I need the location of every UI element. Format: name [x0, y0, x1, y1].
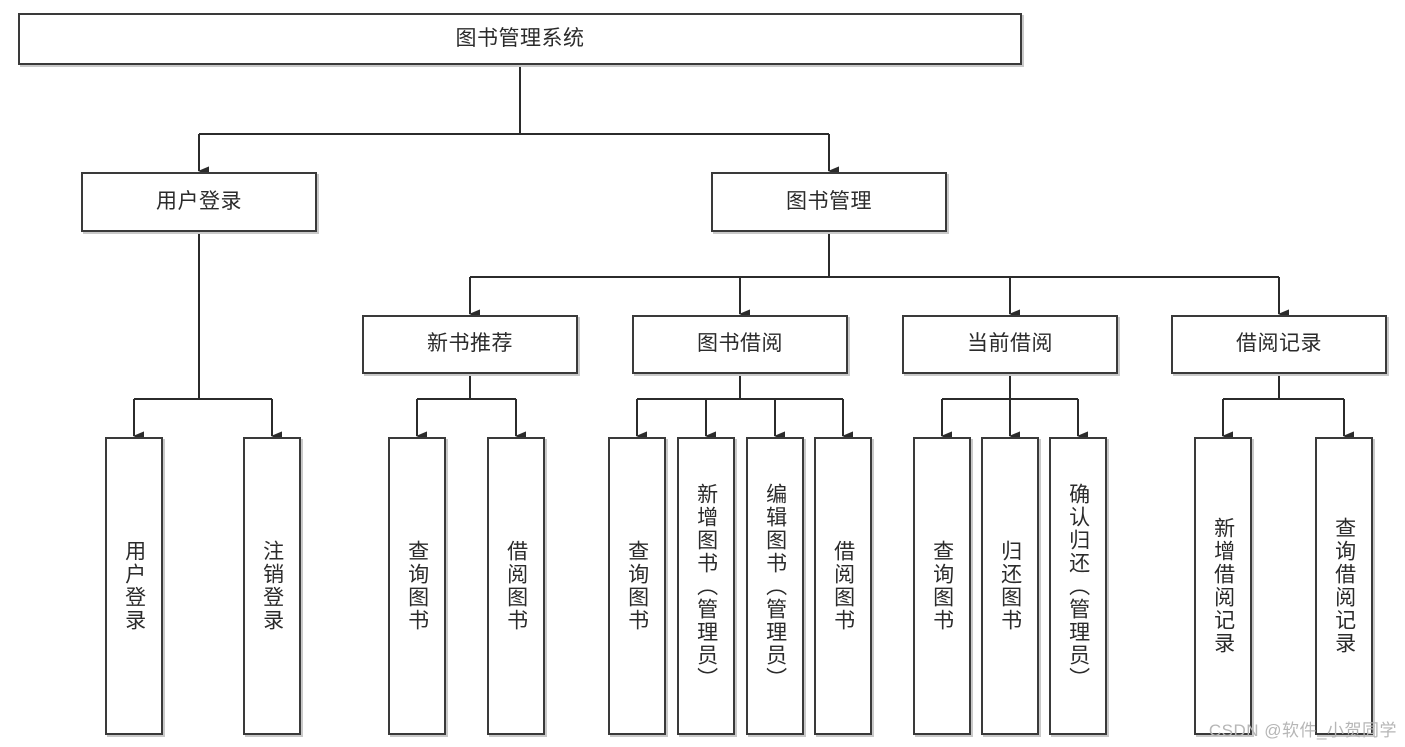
node-label: 用户登录 [156, 189, 242, 213]
node-user-login[interactable]: 用户登录 [81, 172, 317, 232]
node-label: 借阅图书 [504, 540, 528, 632]
node-leaf-bb-add[interactable]: 新增图书（管理员） [677, 437, 735, 735]
node-leaf-user-logout[interactable]: 注销登录 [243, 437, 301, 735]
node-leaf-br-query[interactable]: 查询借阅记录 [1315, 437, 1373, 735]
node-label: 图书管理 [786, 189, 872, 213]
node-leaf-cb-confirm[interactable]: 确认归还（管理员） [1049, 437, 1107, 735]
node-label: 确认归还（管理员） [1066, 482, 1090, 690]
node-label: 查询图书 [405, 540, 429, 632]
node-label: 新增借阅记录 [1211, 517, 1235, 655]
node-leaf-bb-borrow[interactable]: 借阅图书 [814, 437, 872, 735]
node-label: 新书推荐 [427, 332, 513, 356]
node-leaf-bb-query[interactable]: 查询图书 [608, 437, 666, 735]
node-label: 借阅图书 [831, 540, 855, 632]
node-label: 用户登录 [122, 540, 146, 632]
node-label: 新增图书（管理员） [694, 482, 718, 690]
node-current-borrow[interactable]: 当前借阅 [902, 315, 1118, 374]
node-label: 注销登录 [260, 540, 284, 632]
node-label: 编辑图书（管理员） [763, 482, 787, 690]
node-label: 查询图书 [930, 540, 954, 632]
node-new-book-rec[interactable]: 新书推荐 [362, 315, 578, 374]
node-leaf-br-add[interactable]: 新增借阅记录 [1194, 437, 1252, 735]
watermark-text: CSDN @软件_小贺同学 [1208, 721, 1397, 740]
node-label: 借阅记录 [1236, 332, 1322, 356]
node-borrow-record[interactable]: 借阅记录 [1171, 315, 1387, 374]
node-label: 归还图书 [998, 540, 1022, 632]
node-root[interactable]: 图书管理系统 [18, 13, 1022, 65]
node-label: 查询借阅记录 [1332, 517, 1356, 655]
node-book-manage[interactable]: 图书管理 [711, 172, 947, 232]
node-book-borrow[interactable]: 图书借阅 [632, 315, 848, 374]
node-label: 当前借阅 [967, 332, 1053, 356]
node-leaf-user-login[interactable]: 用户登录 [105, 437, 163, 735]
node-leaf-bb-edit[interactable]: 编辑图书（管理员） [746, 437, 804, 735]
node-label: 查询图书 [625, 540, 649, 632]
node-label: 图书借阅 [697, 332, 783, 356]
node-label: 图书管理系统 [455, 26, 585, 50]
node-leaf-cb-query[interactable]: 查询图书 [913, 437, 971, 735]
node-leaf-cb-return[interactable]: 归还图书 [981, 437, 1039, 735]
node-leaf-rec-query[interactable]: 查询图书 [388, 437, 446, 735]
node-leaf-rec-borrow[interactable]: 借阅图书 [487, 437, 545, 735]
